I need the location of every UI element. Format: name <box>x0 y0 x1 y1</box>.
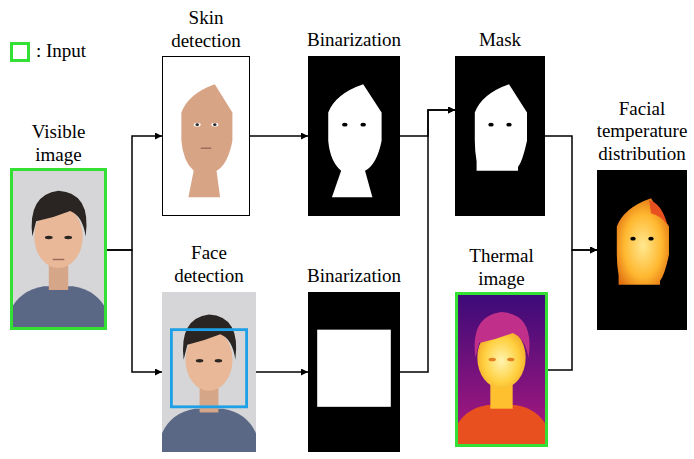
mask-image <box>455 56 545 216</box>
flow-arrow <box>545 136 597 250</box>
node-label: Visible image <box>17 121 101 167</box>
node-label: Face detection <box>164 242 254 288</box>
node-label: Binarization <box>294 29 414 52</box>
flow-arrow <box>256 371 308 373</box>
visible-photo <box>10 168 107 330</box>
thermal-photo <box>455 292 548 447</box>
skin-binary <box>308 56 400 216</box>
flow-arrow <box>250 135 308 137</box>
input-image: Thermal image <box>455 292 548 447</box>
node-label: Binarization <box>294 265 414 288</box>
face-photo <box>162 292 256 452</box>
skin-photo <box>162 56 250 216</box>
flow-arrow <box>548 250 597 370</box>
flow-arrow <box>400 110 455 372</box>
process-image: Face detection <box>162 292 256 452</box>
temperature-image <box>597 170 687 330</box>
legend-swatch <box>10 42 30 62</box>
node-label: Thermal image <box>457 245 547 291</box>
flow-arrow <box>107 250 162 372</box>
flow-arrow <box>107 136 162 250</box>
process-image: Mask <box>455 56 545 216</box>
process-image: Skin detection <box>162 56 250 216</box>
node-label: Mask <box>455 29 545 52</box>
process-image: Binarization <box>308 292 400 452</box>
node-label: Skin detection <box>161 7 251 53</box>
face-binary <box>308 292 400 452</box>
legend-text: : Input <box>36 40 86 63</box>
process-image: Binarization <box>308 56 400 216</box>
output-image: Facial temperature distribution <box>597 170 687 330</box>
node-label: Facial temperature distribution <box>594 98 690 166</box>
input-image: Visible image <box>10 168 107 330</box>
